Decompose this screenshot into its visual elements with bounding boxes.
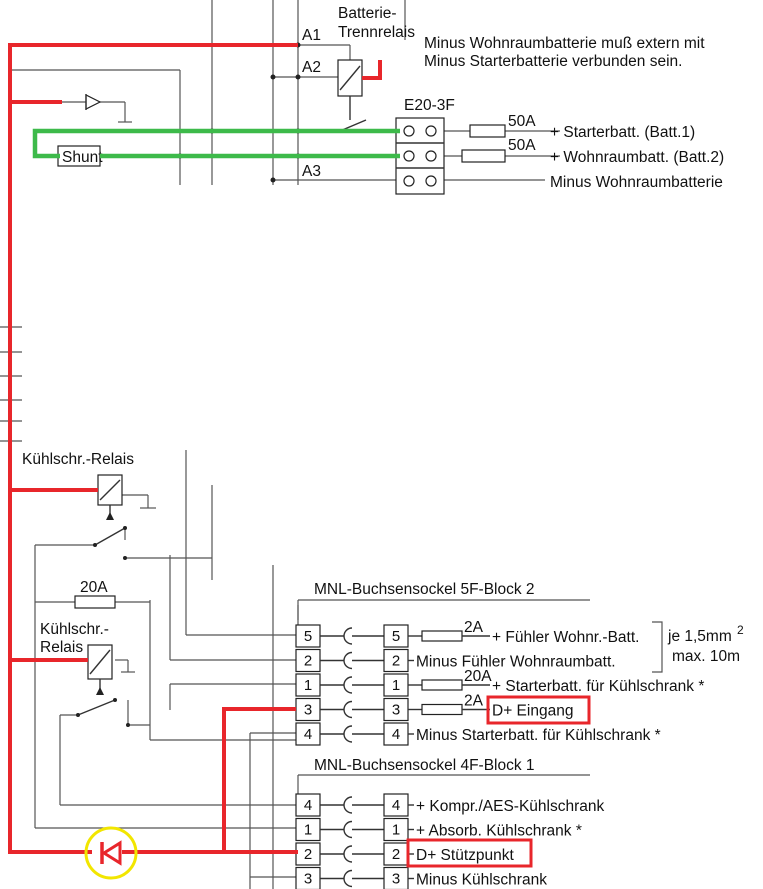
block2-row-left-pin-label: 2 [304, 653, 312, 670]
fridge-relay-1 [93, 474, 127, 560]
block2-bracket [652, 621, 663, 673]
block2-row-left-pin-label: 1 [304, 677, 312, 694]
block2-row-fuse [421, 679, 463, 691]
block1-row-left-pin-label: 3 [304, 871, 312, 888]
output-starter: + Starterbatt. (Batt.1) [550, 124, 695, 141]
highlighted-diode-icon [84, 826, 138, 880]
fuse-block-label: E20-3F [404, 97, 455, 114]
block2-row-label: Minus Starterbatt. für Kühlschrank * [416, 727, 661, 744]
block1-row-label: Minus Kühlschrank [416, 872, 547, 889]
block2-row-plug-icon [343, 651, 353, 670]
fridge-relay-2 [76, 644, 130, 727]
block1-row-plug-icon [343, 845, 353, 863]
fridge-relay-2-label-1: Kühlschr.- [40, 621, 109, 638]
block1-title: MNL-Buchsensockel 4F-Block 1 [314, 757, 535, 774]
block2-row-fuse-label: 2A [464, 619, 484, 636]
block1-row-label: + Absorb. Kühlschrank * [416, 823, 582, 840]
block1-row-right-pin-label: 3 [392, 871, 400, 888]
block1-row-right-pin-label: 1 [392, 822, 400, 839]
block1-row-label: D+ Stützpunkt [416, 847, 514, 864]
fuse-50a-2: 50A [508, 137, 536, 154]
block1-row-left-pin-label: 1 [304, 822, 312, 839]
highlight-d-stuetzpunkt [406, 838, 533, 868]
fridge-fuse-label: 20A [80, 579, 108, 596]
block1-row-left-pin-label: 4 [304, 797, 312, 814]
block2-row-plug-icon [343, 676, 353, 694]
output-minus: Minus Wohnraumbatterie [550, 174, 723, 191]
block2-row-fuse [421, 703, 463, 716]
shunt-label: Shunt [62, 149, 103, 166]
block2-note-1: je 1,5mm [667, 628, 732, 645]
relay-label-2: Trennrelais [338, 24, 415, 41]
highlight-d-eingang [486, 695, 591, 725]
terminal-a1: A1 [302, 27, 321, 44]
fridge-relay-2-label-2: Relais [40, 639, 83, 656]
fridge-relay-1-label: Kühlschr.-Relais [22, 451, 134, 468]
block2-row-right-pin-label: 4 [392, 726, 400, 743]
fridge-fuse [74, 595, 116, 609]
block2-row-left-pin-label: 4 [304, 726, 312, 743]
block2-row-label: + Fühler Wohnr.-Batt. [492, 629, 639, 646]
block2-row-left-pin-label: 3 [304, 702, 312, 719]
block1-row-right-pin-label: 4 [392, 797, 400, 814]
block2-row-plug-icon [343, 627, 353, 645]
terminal-a3: A3 [302, 163, 321, 180]
block2-connectors: 5 5 2A + Fühler Wohnr.-Batt. 2 2 Minus Fühler … [295, 619, 704, 746]
block2-row-right-pin-label: 1 [392, 677, 400, 694]
block1-row-right-pin-label: 2 [392, 846, 400, 863]
fuse-50a-1: 50A [508, 113, 536, 130]
background-wires [0, 0, 590, 889]
block2-row-right-pin-label: 3 [392, 702, 400, 719]
block2-title: MNL-Buchsensockel 5F-Block 2 [314, 581, 535, 598]
note-line-2: Minus Starterbatterie verbunden sein. [424, 53, 682, 70]
relay-label-1: Batterie- [338, 5, 397, 22]
block2-row-fuse-label: 20A [464, 668, 492, 685]
battery-relay [177, 42, 367, 183]
fuse-block-e20 [395, 117, 506, 195]
output-living: + Wohnraumbatt. (Batt.2) [550, 149, 724, 166]
block2-row-label: D+ Eingang [492, 703, 573, 720]
terminal-a2: A2 [302, 59, 321, 76]
block2-row-label: Minus Fühler Wohnraumbatt. [416, 654, 616, 671]
block2-row-fuse [421, 630, 463, 642]
block2-row-right-pin-label: 5 [392, 628, 400, 645]
block2-row-label: + Starterbatt. für Kühlschrank * [492, 678, 704, 695]
block2-row-fuse-label: 2A [464, 693, 484, 710]
block2-row-plug-icon [343, 725, 353, 743]
block1-row-plug-icon [343, 869, 353, 888]
block2-row-left-pin-label: 5 [304, 628, 312, 645]
block1-row-plug-icon [343, 796, 353, 814]
block1-row-plug-icon [343, 820, 353, 839]
block1-row-left-pin-label: 2 [304, 846, 312, 863]
block2-note-sup: 2 [737, 623, 744, 637]
note-line-1: Minus Wohnraumbatterie muß extern mit [424, 35, 705, 52]
block2-note-2: max. 10m [672, 648, 740, 665]
block1-row-label: + Kompr./AES-Kühlschrank [416, 798, 604, 815]
block2-row-plug-icon [343, 700, 353, 719]
block2-row-right-pin-label: 2 [392, 653, 400, 670]
block1-connectors: 4 4 + Kompr./AES-Kühlschrank 1 1 + Absorb. Kü… [295, 793, 604, 889]
top-diode-icon [85, 94, 102, 110]
battery-wires-green [32, 128, 400, 159]
highlight-wires-red [8, 43, 382, 854]
